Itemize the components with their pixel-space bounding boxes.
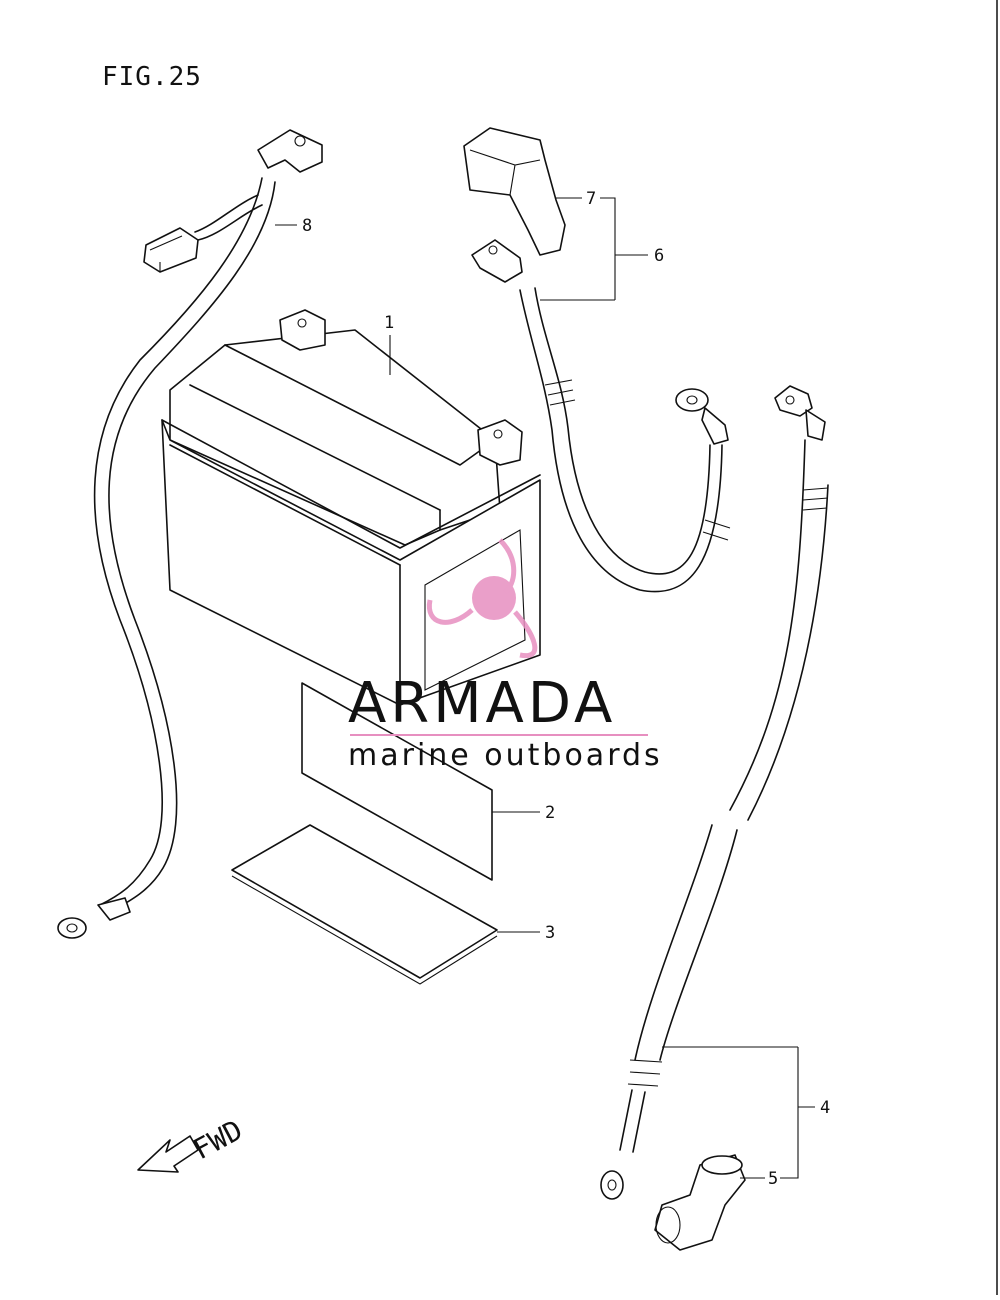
callout-2: 2 (545, 803, 555, 823)
callout-6: 6 (654, 246, 664, 266)
callout-8: 8 (302, 216, 312, 236)
forward-arrow-icon (137, 1135, 199, 1173)
battery-spacer-2 (301, 682, 540, 881)
battery-cable-4 (600, 385, 829, 1251)
callout-7: 7 (586, 189, 596, 209)
battery-cable-8 (57, 129, 323, 939)
battery-1 (161, 309, 541, 706)
watermark-brand: ARMADA (348, 671, 616, 736)
watermark-tagline: marine outboards (348, 738, 663, 773)
callout-4: 4 (820, 1098, 830, 1118)
callout-5: 5 (768, 1169, 778, 1189)
callout-1: 1 (384, 313, 394, 333)
battery-mat-3 (231, 824, 540, 985)
callout-3: 3 (545, 923, 555, 943)
watermark-logo (426, 538, 538, 659)
figure-title: FIG.25 (102, 62, 202, 92)
battery-cable-6 (463, 127, 731, 593)
direction-label: FWD (188, 1113, 248, 1166)
